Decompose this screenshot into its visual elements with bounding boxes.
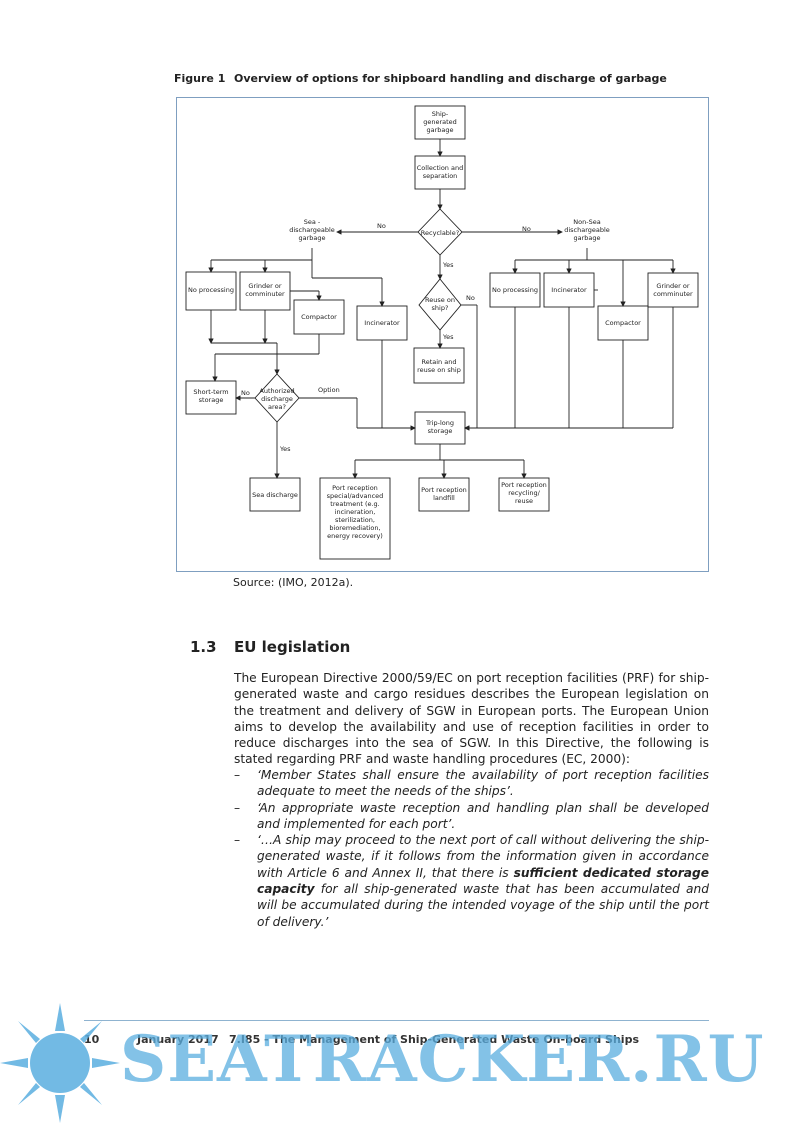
- compactor-left-label: Compactor: [301, 313, 337, 321]
- quote-dash: –: [234, 768, 241, 782]
- prf-recycling-l2: recycling/: [508, 489, 540, 497]
- section-number: 1.3: [190, 638, 217, 656]
- quote-item: – ‘Member States shall ensure the availab…: [234, 767, 709, 800]
- incinerator-left-label: Incinerator: [364, 319, 400, 327]
- prf-landfill-l2: landfill: [433, 494, 455, 502]
- prf-special-l4: incineration,: [335, 508, 376, 516]
- prf-special-l2: special/advanced: [327, 492, 384, 500]
- quote-text: ‘Member States shall ensure the availabi…: [257, 768, 709, 799]
- figure-number: Figure 1: [174, 72, 226, 85]
- sea-discharge-label: Sea discharge: [252, 491, 298, 499]
- figure-source: Source: (IMO, 2012a).: [233, 576, 354, 589]
- sea-discharge-l2: dischargeable: [289, 226, 335, 234]
- figure-title: Overview of options for shipboard handli…: [234, 72, 667, 85]
- quote-text: ‘An appropriate waste reception and hand…: [257, 800, 709, 831]
- quote-text-before: ‘…A ship may proceed to the next port of…: [257, 833, 709, 880]
- sea-discharge-l1: Sea -: [304, 218, 321, 226]
- directive-quotes: – ‘Member States shall ensure the availab…: [234, 767, 709, 930]
- quote-dash: –: [234, 800, 241, 815]
- prf-special-l5: sterilization,: [335, 516, 375, 524]
- prf-recycling-l1: Port reception: [501, 481, 547, 489]
- footer-divider: [84, 1020, 709, 1021]
- non-sea-l3: garbage: [573, 234, 600, 242]
- incinerator-right-label: Incinerator: [551, 286, 587, 294]
- figure-caption: Figure 1 Overview of options for shipboar…: [174, 72, 667, 85]
- short-term-l1: Short-term: [193, 388, 228, 396]
- edge-no-authorized: No: [241, 389, 250, 397]
- long-storage-l1: Trip-long: [425, 419, 454, 427]
- ship-generated-l1: Ship-: [432, 110, 449, 118]
- quote-dash: –: [234, 833, 241, 848]
- non-sea-l1: Non-Sea: [573, 218, 600, 226]
- quote-item: – ‘…A ship may proceed to the next port o…: [234, 832, 709, 930]
- recyclable-label: Recyclable?: [421, 229, 459, 237]
- reuse-l1: Reuse on: [425, 296, 455, 304]
- quote-text-after: for all ship-generated waste that has be…: [257, 882, 709, 929]
- edge-yes-reuse: Yes: [442, 333, 454, 341]
- authorized-l2: discharge: [261, 395, 293, 403]
- retain-l1: Retain and: [422, 358, 457, 366]
- quote-item: – ‘An appropriate waste reception and han…: [234, 800, 709, 833]
- watermark-sun-icon: [0, 1003, 120, 1123]
- ship-generated-l2: generated: [423, 118, 457, 126]
- non-sea-l2: dischargeable: [564, 226, 610, 234]
- section-paragraph: The European Directive 2000/59/EC on por…: [234, 671, 709, 767]
- watermark-text: SEATRACKER.RU: [120, 1022, 765, 1097]
- collection-l2: separation: [423, 172, 458, 180]
- prf-landfill-l1: Port reception: [421, 486, 467, 494]
- retain-l2: reuse on ship: [417, 366, 461, 374]
- reuse-l2: ship?: [432, 304, 449, 312]
- edge-option: Option: [318, 386, 340, 394]
- sea-discharge-l3: garbage: [298, 234, 325, 242]
- no-processing-right-label: No processing: [492, 286, 538, 294]
- no-processing-left-label: No processing: [188, 286, 234, 294]
- short-term-l2: storage: [199, 396, 224, 404]
- edge-yes-authorized: Yes: [279, 445, 291, 453]
- prf-special-l1: Port reception: [332, 484, 378, 492]
- edge-no-left: No: [377, 222, 386, 230]
- authorized-l3: area?: [268, 403, 286, 411]
- prf-special-l3: treatment (e.g.: [330, 500, 379, 508]
- grinder-right-l2: comminuter: [653, 290, 693, 298]
- edge-no-reuse: No: [466, 294, 475, 302]
- grinder-right-l1: Grinder or: [656, 282, 689, 290]
- edge-yes-recyclable: Yes: [442, 261, 454, 269]
- long-storage-l2: storage: [428, 427, 453, 435]
- prf-special-l6: bioremediation,: [329, 524, 380, 532]
- section-title: EU legislation: [234, 638, 351, 656]
- grinder-left-l1: Grinder or: [248, 282, 281, 290]
- compactor-right-label: Compactor: [605, 319, 641, 327]
- prf-special-l7: energy recovery): [327, 532, 383, 540]
- authorized-l1: Authorized: [259, 387, 294, 395]
- ship-generated-l3: garbage: [426, 126, 453, 134]
- prf-recycling-l3: reuse: [515, 497, 533, 505]
- collection-l1: Collection and: [417, 164, 463, 172]
- grinder-left-l2: comminuter: [245, 290, 285, 298]
- quote-emphasis: sufficient dedicated storage capacity: [257, 865, 709, 897]
- footer-date: January 2017: [137, 1033, 219, 1046]
- edge-no-right: No: [522, 225, 531, 233]
- footer-report: 7.I85 - The Management of Ship-Generated…: [229, 1033, 640, 1046]
